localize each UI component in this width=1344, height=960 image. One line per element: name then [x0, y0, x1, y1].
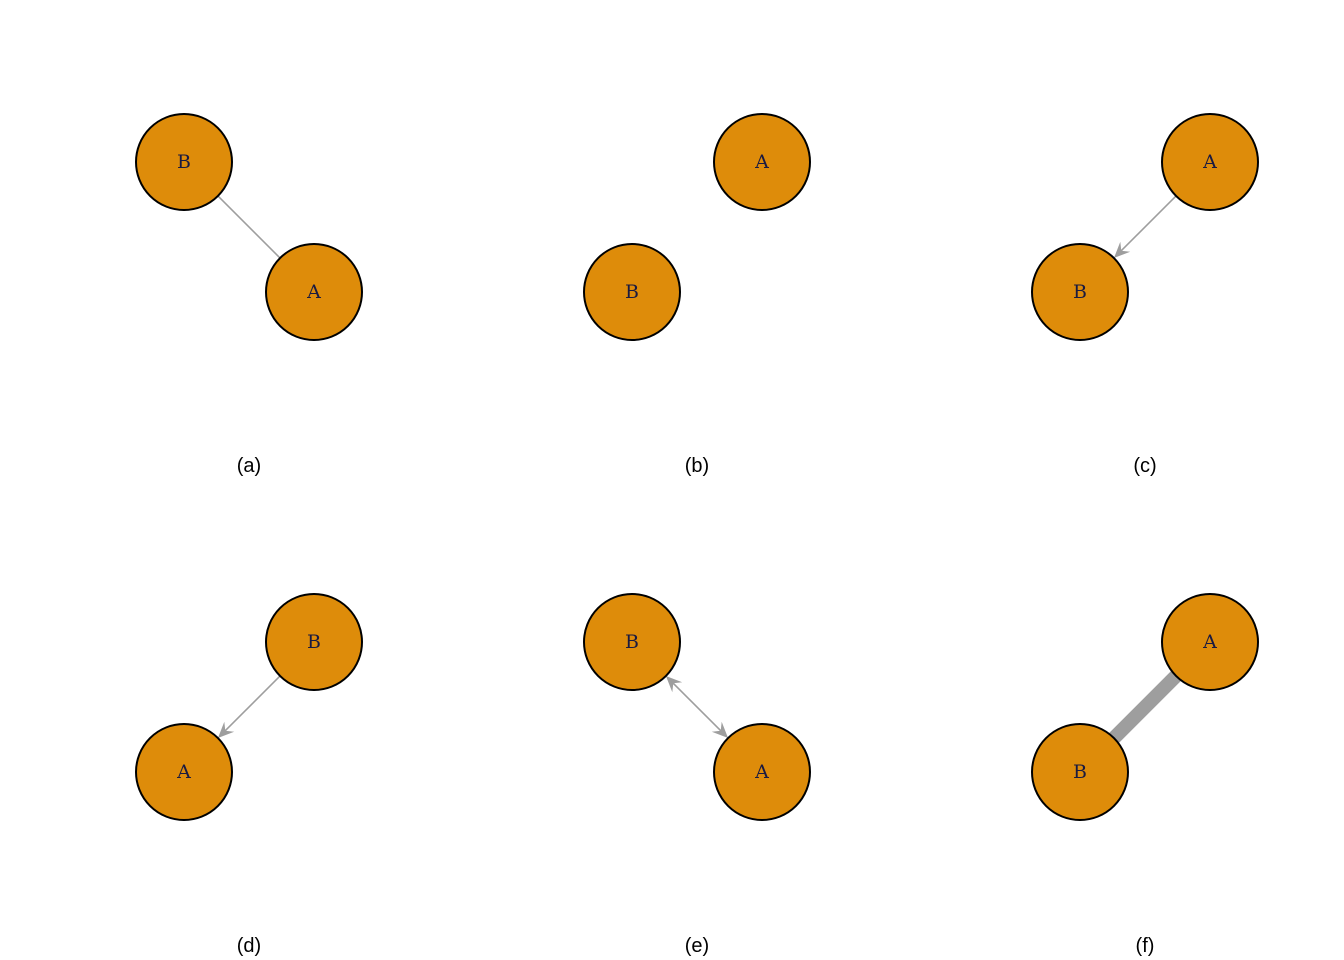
node-label: B — [625, 631, 639, 653]
node-label: B — [307, 631, 321, 653]
node-circle — [265, 593, 363, 691]
panel-caption: (e) — [685, 935, 709, 957]
node-label: A — [306, 281, 321, 303]
edge-B-A — [217, 675, 281, 739]
node-B: B — [583, 243, 681, 341]
node-B: B — [1031, 723, 1129, 821]
panel-caption: (f) — [1136, 935, 1155, 957]
edge-line — [1120, 195, 1177, 252]
panel-d: B A (d) — [135, 593, 363, 957]
node-circle — [265, 243, 363, 341]
node-circle — [583, 243, 681, 341]
node-label: B — [177, 151, 191, 173]
node-A: A — [1161, 593, 1259, 691]
node-circle — [713, 113, 811, 211]
panel-a: B A (a) — [135, 113, 363, 477]
node-label: B — [1073, 761, 1087, 783]
arrowhead-to-B — [1113, 241, 1131, 259]
node-circle — [135, 723, 233, 821]
edge-A-B — [665, 675, 729, 739]
node-label: A — [1202, 151, 1217, 173]
panel-e: B A (e) — [583, 593, 811, 957]
panel-caption: (c) — [1133, 455, 1156, 477]
node-label: A — [754, 761, 769, 783]
edge-line — [224, 675, 281, 732]
panel-f: A B (f) — [1031, 593, 1259, 957]
node-circle — [1161, 593, 1259, 691]
arrowhead-to-B — [665, 675, 683, 693]
node-label: A — [1202, 631, 1217, 653]
node-B: B — [265, 593, 363, 691]
node-A: A — [135, 723, 233, 821]
panel-c: A B (c) — [1031, 113, 1259, 477]
node-label: A — [176, 761, 191, 783]
arrowhead-to-A — [217, 721, 235, 739]
node-B: B — [1031, 243, 1129, 341]
node-label: B — [625, 281, 639, 303]
node-B: B — [583, 593, 681, 691]
node-circle — [1031, 243, 1129, 341]
node-A: A — [265, 243, 363, 341]
panel-caption: (d) — [237, 935, 261, 957]
panel-caption: (b) — [685, 455, 709, 477]
edge-B-A — [217, 195, 281, 259]
node-label: A — [754, 151, 769, 173]
edge-line — [672, 682, 722, 732]
panel-caption: (a) — [237, 455, 261, 477]
edge-line — [1104, 666, 1186, 748]
node-A: A — [1161, 113, 1259, 211]
node-label: B — [1073, 281, 1087, 303]
node-circle — [1161, 113, 1259, 211]
node-B: B — [135, 113, 233, 211]
node-circle — [135, 113, 233, 211]
edge-A-B — [1104, 666, 1186, 748]
edge-A-B — [1113, 195, 1177, 259]
node-circle — [713, 723, 811, 821]
node-circle — [583, 593, 681, 691]
node-A: A — [713, 113, 811, 211]
node-A: A — [713, 723, 811, 821]
node-circle — [1031, 723, 1129, 821]
arrowhead-to-A — [711, 721, 729, 739]
panel-b: A B (b) — [583, 113, 811, 477]
edge-line — [217, 195, 281, 259]
